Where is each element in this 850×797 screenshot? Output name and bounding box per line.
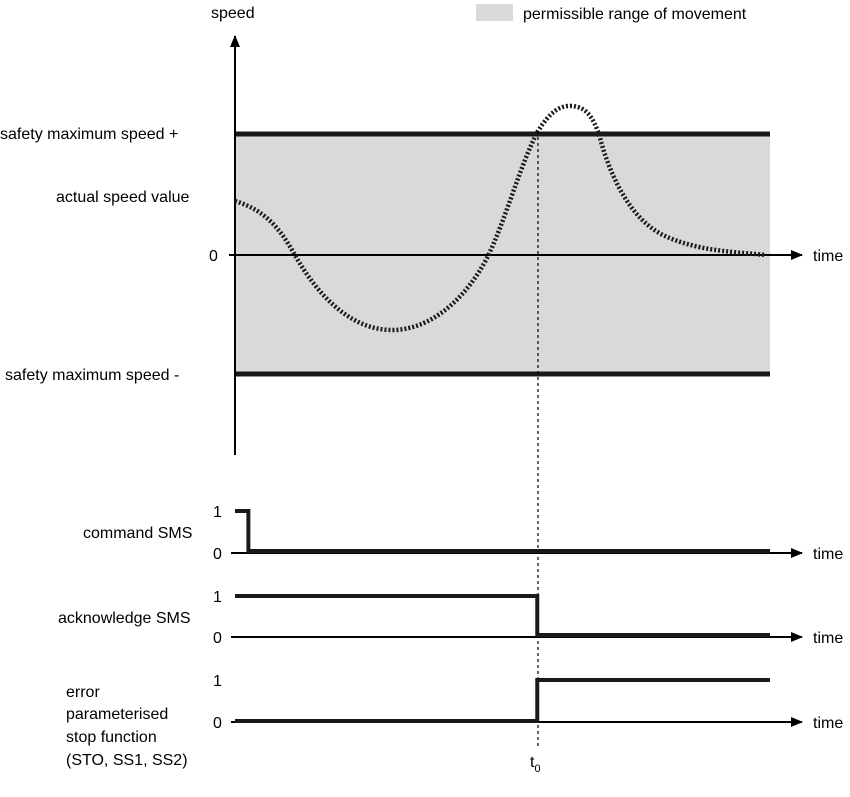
actual-speed-curve	[234, 103, 766, 333]
signal-trace	[235, 594, 770, 637]
t0-label-subscript: 0	[534, 763, 540, 775]
signal-label-line: parameterised	[66, 706, 168, 723]
signal-label-line: stop function	[66, 729, 157, 746]
signal-time-label: time	[813, 630, 843, 647]
signal-error-stop-function: error parameterised stop function (STO, …	[66, 673, 843, 769]
speed-axis-label: speed	[211, 5, 255, 22]
signal-level-one: 1	[213, 589, 222, 606]
safety-max-speed-minus-label: safety maximum speed -	[5, 367, 179, 384]
signal-label-line: error	[66, 684, 100, 701]
safety-max-speed-plus-label: safety maximum speed +	[0, 126, 178, 143]
signal-trace	[235, 509, 770, 553]
signal-command-sms: command SMS 1 0 time	[83, 504, 843, 563]
t0-label: t0	[530, 754, 541, 775]
t0-label-base: t	[530, 754, 535, 771]
signal-level-zero: 0	[213, 630, 222, 647]
signal-label: command SMS	[83, 525, 192, 542]
signal-level-zero: 0	[213, 715, 222, 732]
signal-acknowledge-sms: acknowledge SMS 1 0 time	[58, 589, 843, 647]
signal-label-line: (STO, SS1, SS2)	[66, 752, 188, 769]
signal-level-one: 1	[213, 673, 222, 690]
signal-level-one: 1	[213, 504, 222, 521]
signal-label: acknowledge SMS	[58, 610, 191, 627]
legend-swatch	[476, 4, 513, 21]
actual-speed-value-label: actual speed value	[56, 189, 190, 206]
signal-trace	[235, 678, 770, 723]
signal-time-label: time	[813, 546, 843, 563]
speed-zero-label: 0	[209, 248, 218, 265]
signal-time-label: time	[813, 715, 843, 732]
legend-label: permissible range of movement	[523, 6, 747, 23]
speed-time-label: time	[813, 248, 843, 265]
signal-level-zero: 0	[213, 546, 222, 563]
